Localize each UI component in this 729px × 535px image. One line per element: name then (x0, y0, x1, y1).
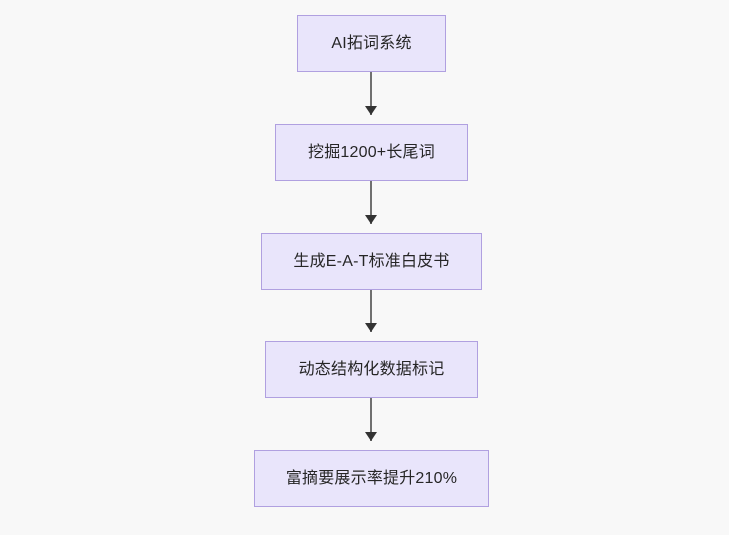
flow-node-5-label: 富摘要展示率提升210% (285, 469, 458, 487)
flow-node-3-label: 生成E-A-T标准白皮书 (293, 252, 450, 270)
flow-arrowhead-4 (365, 432, 377, 441)
flow-node-4[interactable]: 动态结构化数据标记 (265, 341, 478, 398)
flow-node-1-label: AI拓词系统 (331, 34, 412, 52)
flow-node-2[interactable]: 挖掘1200+长尾词 (275, 124, 468, 181)
flow-edge-2 (370, 181, 372, 224)
flow-node-3[interactable]: 生成E-A-T标准白皮书 (261, 233, 482, 290)
flow-node-2-label: 挖掘1200+长尾词 (308, 143, 435, 161)
flow-node-5[interactable]: 富摘要展示率提升210% (254, 450, 489, 507)
flow-node-1[interactable]: AI拓词系统 (297, 15, 446, 72)
flow-edge-3 (370, 290, 372, 332)
flow-arrowhead-3 (365, 323, 377, 332)
flow-arrowhead-2 (365, 215, 377, 224)
flow-edge-4 (370, 398, 372, 441)
flow-arrowhead-1 (365, 106, 377, 115)
flow-edge-1 (370, 72, 372, 115)
flow-node-4-label: 动态结构化数据标记 (298, 360, 445, 378)
